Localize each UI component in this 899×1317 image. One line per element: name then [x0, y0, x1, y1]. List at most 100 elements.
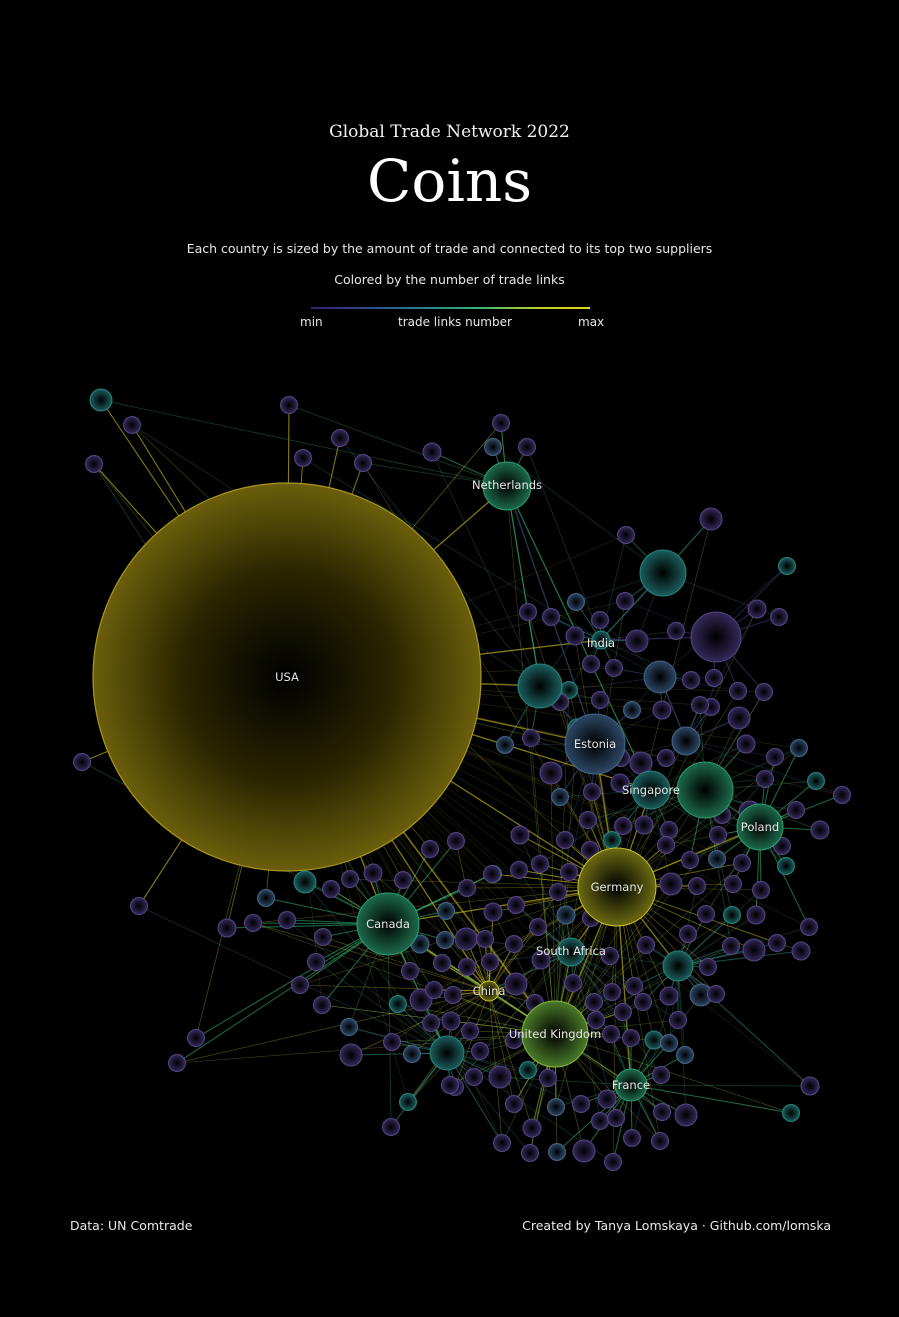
country-node: [682, 671, 700, 689]
country-node: [551, 788, 569, 806]
country-node: [476, 930, 494, 948]
country-node-chn: [478, 980, 500, 1002]
country-node: [548, 1143, 566, 1161]
country-node: [560, 863, 578, 881]
country-node: [644, 1030, 664, 1050]
country-node: [403, 1045, 421, 1063]
trade-link: [570, 951, 661, 1142]
country-node: [770, 608, 788, 626]
legend-max-label: max: [578, 315, 605, 329]
trade-link: [286, 919, 448, 1054]
country-node: [488, 1065, 512, 1089]
country-node: [651, 1132, 669, 1150]
country-node: [294, 449, 312, 467]
country-node: [591, 691, 609, 709]
trade-link: [554, 1033, 792, 1114]
country-node: [539, 761, 563, 785]
country-node-pol: [736, 803, 784, 851]
country-node-ger: [577, 847, 657, 927]
country-node-india: [591, 630, 611, 650]
country-node: [471, 1042, 489, 1060]
country-node-usa: [92, 482, 482, 872]
trade-link: [488, 990, 533, 1129]
country-node: [657, 836, 675, 854]
trade-link: [488, 951, 572, 992]
country-node: [653, 1103, 671, 1121]
country-node: [522, 1118, 542, 1138]
country-node: [447, 832, 465, 850]
country-node: [660, 821, 678, 839]
trade-link: [176, 923, 389, 1064]
trade-link: [616, 886, 661, 1142]
country-node: [657, 749, 675, 767]
country-node-uk: [521, 1000, 589, 1068]
country-node: [705, 669, 723, 687]
country-node-sa: [556, 937, 586, 967]
country-node: [519, 1061, 537, 1079]
country-node: [605, 659, 623, 677]
country-node: [493, 1134, 511, 1152]
country-node: [723, 906, 741, 924]
trade-link: [539, 789, 652, 865]
country-node-h4: [676, 761, 734, 819]
country-node: [399, 1093, 417, 1111]
legend-min-label: min: [300, 315, 323, 329]
country-node-h6: [662, 950, 694, 982]
country-node: [747, 599, 767, 619]
label-poland: Poland: [741, 820, 779, 834]
label-canada: Canada: [366, 917, 410, 931]
trade-link: [630, 1084, 811, 1087]
trade-link: [677, 950, 802, 967]
trade-link: [288, 404, 508, 487]
country-node-h7: [643, 660, 677, 694]
country-node: [441, 1076, 459, 1094]
country-node: [585, 993, 603, 1011]
country-node: [519, 603, 537, 621]
country-node: [699, 958, 717, 976]
country-node: [659, 986, 679, 1006]
country-node: [729, 682, 747, 700]
country-node: [603, 983, 621, 1001]
country-node: [484, 438, 502, 456]
country-labels: USA Netherlands India Estonia Singapore …: [275, 478, 779, 1092]
trade-link: [387, 923, 392, 1128]
country-node: [422, 1014, 440, 1032]
country-node: [625, 629, 649, 653]
trade-link: [488, 891, 559, 992]
trade-link: [519, 834, 572, 953]
country-node: [518, 438, 536, 456]
country-node: [669, 1011, 687, 1029]
country-node: [458, 879, 476, 897]
trade-link: [526, 446, 602, 641]
country-node-est: [564, 713, 626, 775]
trade-link: [554, 914, 733, 1035]
trade-link: [677, 965, 687, 1116]
country-node: [522, 729, 540, 747]
country-node: [437, 902, 455, 920]
trade-link: [488, 990, 515, 1105]
country-node: [634, 993, 652, 1011]
country-node: [742, 938, 766, 962]
country-node: [766, 748, 784, 766]
country-node: [722, 937, 740, 955]
country-node: [800, 918, 818, 936]
country-node: [521, 1144, 539, 1162]
country-node: [217, 918, 237, 938]
trade-link: [431, 451, 541, 687]
trade-link: [499, 1076, 632, 1086]
country-node: [291, 976, 309, 994]
trade-link: [554, 778, 766, 1035]
country-node: [422, 442, 442, 462]
country-node: [567, 593, 585, 611]
country-node: [699, 507, 723, 531]
country-node: [313, 996, 331, 1014]
country-node: [756, 770, 774, 788]
country-node: [708, 850, 726, 868]
country-node: [529, 918, 547, 936]
country-node: [623, 1129, 641, 1147]
country-node: [591, 611, 609, 629]
trade-link: [488, 926, 539, 992]
label-estonia: Estonia: [574, 737, 616, 751]
trade-link: [550, 772, 556, 1035]
